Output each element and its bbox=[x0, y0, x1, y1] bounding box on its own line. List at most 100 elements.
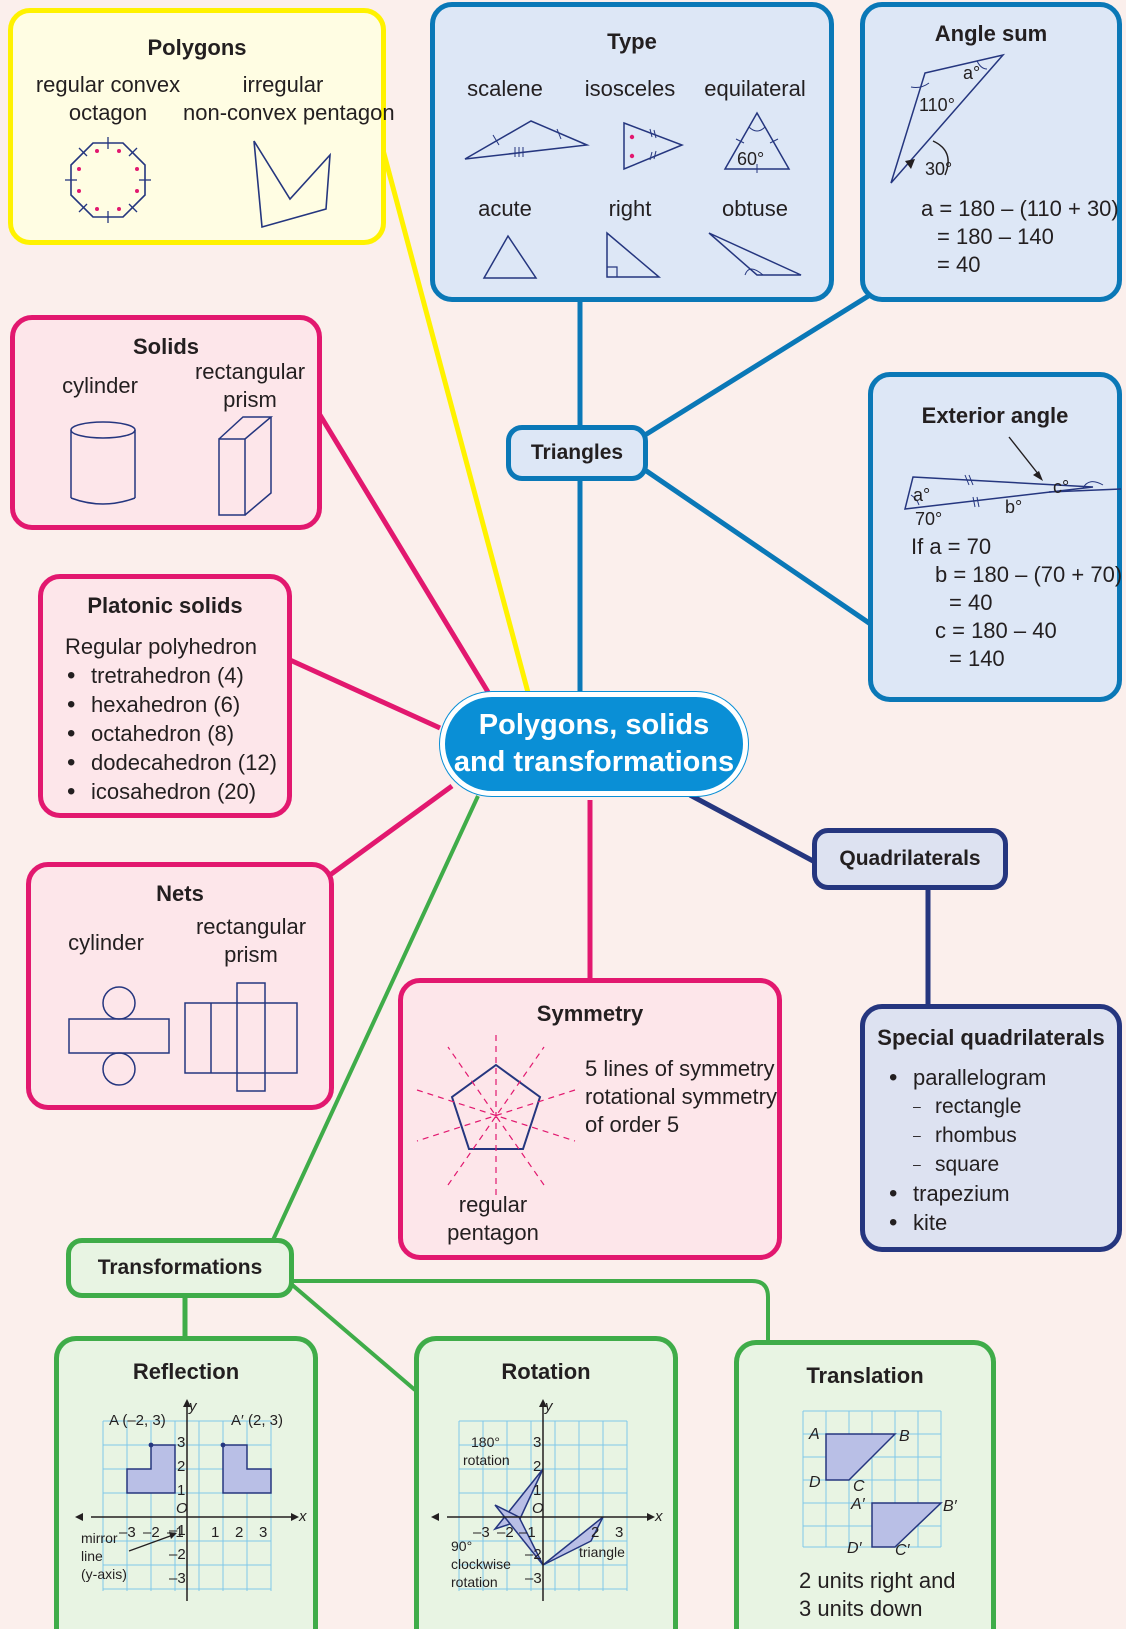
angle-sum-line-1: a = 180 – (110 + 30) bbox=[921, 196, 1119, 221]
translation-line-1: 2 units right and bbox=[799, 1568, 956, 1593]
mirror-line-label-2: line bbox=[81, 1548, 103, 1564]
exterior-line-2: b = 180 – (70 + 70) bbox=[935, 562, 1123, 587]
angle-sum-box: Angle sum a° 110° 30° a = 180 – (110 + 3… bbox=[860, 2, 1122, 302]
reflection-point-a: A (–2, 3) bbox=[109, 1412, 166, 1429]
obtuse-triangle-icon bbox=[708, 232, 802, 276]
exterior-angle-triangle bbox=[904, 436, 1122, 510]
reflection-graph bbox=[75, 1399, 299, 1601]
rotation-y-label: y bbox=[545, 1398, 553, 1415]
rotation-x-label: x bbox=[655, 1508, 663, 1525]
rotation-tick-x: –2 bbox=[497, 1524, 514, 1541]
cylinder-icon bbox=[70, 421, 136, 505]
list-item: rectangle bbox=[887, 1092, 1046, 1121]
rotation-graph bbox=[431, 1399, 655, 1601]
translation-d: D bbox=[809, 1474, 821, 1491]
prism-net-icon bbox=[184, 982, 298, 1092]
special-quadrilaterals-box: Special quadrilaterals parallelogram rec… bbox=[860, 1004, 1122, 1252]
rotation-90-label-1: 90° bbox=[451, 1538, 473, 1554]
reflection-tick-y: 1 bbox=[177, 1482, 186, 1499]
exterior-line-4: c = 180 – 40 bbox=[935, 618, 1057, 643]
equilateral-label: equilateral bbox=[704, 76, 806, 101]
rotation-tick-y: –2 bbox=[525, 1546, 542, 1563]
rotation-title: Rotation bbox=[501, 1359, 591, 1384]
translation-d2: D′ bbox=[847, 1540, 862, 1557]
translation-title: Translation bbox=[806, 1363, 924, 1388]
platonic-solids-box: Platonic solids Regular polyhedron tretr… bbox=[38, 574, 292, 818]
exterior-line-5: = 140 bbox=[949, 646, 1005, 671]
type-title: Type bbox=[607, 29, 657, 54]
exterior-angle-box: Exterior angle a° 70° b° c° If a = 70 b … bbox=[868, 372, 1122, 702]
rotation-180-label-2: rotation bbox=[463, 1452, 510, 1468]
symmetry-caption-2: pentagon bbox=[447, 1220, 539, 1245]
octagon-label-2: octagon bbox=[68, 100, 148, 125]
angle-110-label: 110° bbox=[919, 95, 955, 115]
solids-prism-label-2: prism bbox=[223, 387, 277, 412]
reflection-tick-y: 2 bbox=[177, 1458, 186, 1475]
nets-box: Nets cylinder rectangular prism bbox=[26, 862, 334, 1110]
quadrilaterals-node[interactable]: Quadrilaterals bbox=[812, 828, 1008, 890]
reflection-tick-x: –1 bbox=[167, 1524, 184, 1541]
rotation-tick-x: –1 bbox=[519, 1524, 536, 1541]
reflection-tick-y: 3 bbox=[177, 1434, 186, 1451]
reflection-origin: O bbox=[176, 1500, 188, 1517]
scalene-triangle-icon bbox=[464, 120, 590, 160]
reflection-x-label: x bbox=[299, 1508, 307, 1525]
right-label: right bbox=[608, 196, 652, 221]
polygons-title: Polygons bbox=[147, 35, 247, 60]
translation-b: B bbox=[899, 1428, 910, 1445]
platonic-intro: Regular polyhedron bbox=[65, 634, 258, 659]
rotation-tick-y: 3 bbox=[533, 1434, 542, 1451]
platonic-title: Platonic solids bbox=[87, 593, 243, 618]
angle-sum-triangle bbox=[890, 53, 1006, 184]
symmetry-title: Symmetry bbox=[536, 1001, 644, 1026]
mirror-line-label-3: (y-axis) bbox=[81, 1566, 127, 1582]
pentagon-icon bbox=[253, 140, 331, 229]
scalene-label: scalene bbox=[467, 76, 543, 101]
symmetry-line-1: 5 lines of symmetry bbox=[585, 1056, 775, 1081]
pentagon-symmetry-icon bbox=[416, 1035, 576, 1195]
rotation-tick-x: 3 bbox=[615, 1524, 624, 1541]
symmetry-box: Symmetry 5 lines of symmetry rotational … bbox=[398, 978, 782, 1260]
ext-c-label: c° bbox=[1053, 477, 1070, 497]
translation-a2: A′ bbox=[851, 1496, 865, 1513]
rotation-tick-y: 1 bbox=[533, 1482, 542, 1499]
octagon-label-1: regular convex bbox=[35, 72, 181, 97]
platonic-list: tretrahedron (4) hexahedron (6) octahedr… bbox=[65, 661, 277, 806]
reflection-point-a2: A′ (2, 3) bbox=[231, 1412, 283, 1429]
reflection-tick-x: 1 bbox=[211, 1524, 220, 1541]
isosceles-label: isosceles bbox=[584, 76, 676, 101]
angle-30-label: 30° bbox=[925, 159, 953, 179]
list-item: icosahedron (20) bbox=[65, 777, 277, 806]
reflection-tick-x: 2 bbox=[235, 1524, 244, 1541]
solids-title: Solids bbox=[132, 334, 199, 359]
rotation-box: Rotation y x O 180° rotation 90° clockwi… bbox=[414, 1336, 678, 1629]
center-topic-line-2: and transformations bbox=[453, 746, 735, 778]
acute-triangle-icon bbox=[482, 234, 538, 279]
transformations-node[interactable]: Transformations bbox=[66, 1238, 294, 1298]
triangles-node[interactable]: Triangles bbox=[506, 425, 648, 481]
cylinder-net-icon bbox=[68, 986, 170, 1086]
isosceles-triangle-icon bbox=[623, 121, 685, 171]
pentagon-label-1: irregular bbox=[242, 72, 324, 97]
nets-title: Nets bbox=[156, 881, 204, 906]
rotation-tick-x: 2 bbox=[591, 1524, 600, 1541]
rotation-90-label-3: rotation bbox=[451, 1574, 498, 1590]
angle-sum-title: Angle sum bbox=[934, 21, 1048, 46]
translation-graph bbox=[802, 1410, 943, 1548]
list-item: trapezium bbox=[887, 1179, 1046, 1208]
list-item: square bbox=[887, 1150, 1046, 1179]
angle-sum-line-2: = 180 – 140 bbox=[937, 224, 1054, 249]
symmetry-line-2: rotational symmetry bbox=[585, 1084, 777, 1109]
equilateral-triangle-icon bbox=[723, 111, 791, 173]
list-item: kite bbox=[887, 1208, 1046, 1237]
nets-cylinder-label: cylinder bbox=[68, 930, 144, 955]
exterior-angle-title: Exterior angle bbox=[921, 403, 1069, 428]
center-topic-line-1: Polygons, solids bbox=[478, 709, 710, 741]
ext-b-label: b° bbox=[1005, 497, 1023, 517]
angle-sum-line-3: = 40 bbox=[937, 252, 981, 277]
exterior-line-3: = 40 bbox=[949, 590, 993, 615]
center-topic[interactable]: Polygons, solids and transformations bbox=[440, 692, 748, 796]
nets-prism-label-2: prism bbox=[224, 942, 278, 967]
special-quad-title: Special quadrilaterals bbox=[877, 1025, 1105, 1050]
